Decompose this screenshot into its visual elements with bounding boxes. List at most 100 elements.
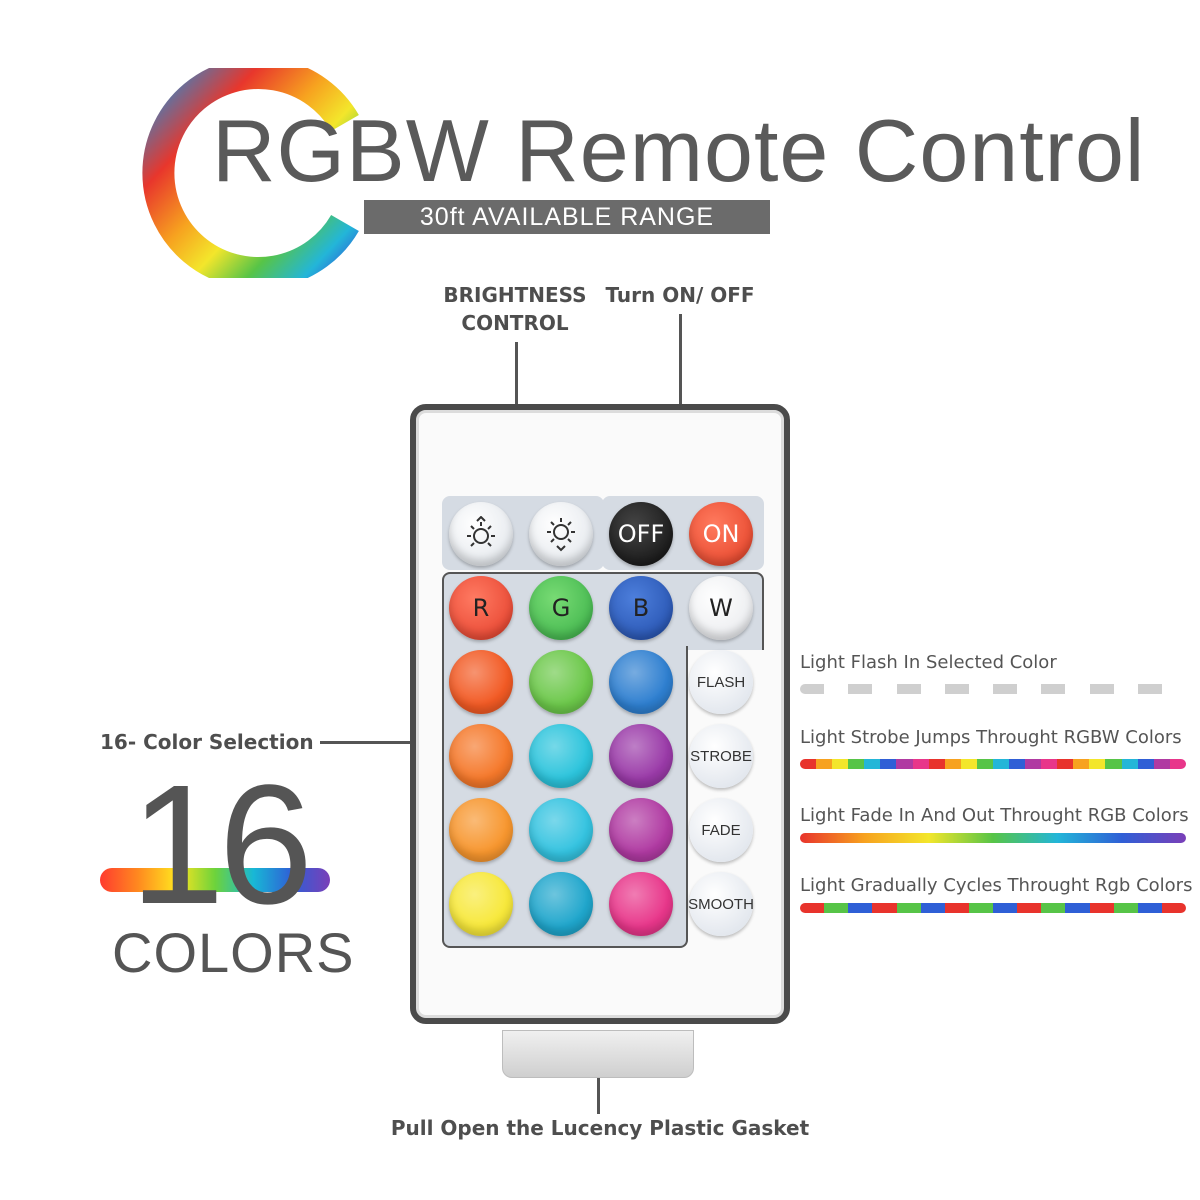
green-button[interactable]: G xyxy=(529,576,593,640)
on-button[interactable]: ON xyxy=(689,502,753,566)
strobe-segment xyxy=(816,759,833,769)
smooth-segment xyxy=(1089,903,1114,913)
flash-button[interactable]: FLASH xyxy=(689,650,753,714)
color-button-1-1[interactable] xyxy=(449,650,513,714)
color-button-3-1[interactable] xyxy=(449,798,513,862)
color-button-4-2[interactable] xyxy=(529,872,593,936)
flash-segment xyxy=(968,684,993,694)
strobe-segment xyxy=(912,759,929,769)
smooth-segment xyxy=(824,903,849,913)
effect-label-fade: Light Fade In And Out Throught RGB Color… xyxy=(800,805,1189,826)
brightness-down-button[interactable] xyxy=(529,502,593,566)
white-button[interactable]: W xyxy=(689,576,753,640)
brightness-connector xyxy=(515,342,518,460)
smooth-segment xyxy=(1161,903,1186,913)
color-button-4-1[interactable] xyxy=(449,872,513,936)
strobe-segment xyxy=(1121,759,1138,769)
flash-segment xyxy=(993,684,1018,694)
flash-segment xyxy=(1161,684,1186,694)
smooth-segment xyxy=(944,903,969,913)
flash-segment xyxy=(1065,684,1090,694)
smooth-segment xyxy=(848,903,873,913)
smooth-segment xyxy=(872,903,897,913)
smooth-segment xyxy=(968,903,993,913)
colors-word: COLORS xyxy=(112,921,355,984)
color-button-1-2[interactable] xyxy=(529,650,593,714)
flash-segment xyxy=(920,684,945,694)
flash-segment xyxy=(848,684,873,694)
red-button[interactable]: R xyxy=(449,576,513,640)
sun-down-icon xyxy=(547,518,575,552)
strobe-segment xyxy=(1073,759,1090,769)
smooth-segment xyxy=(1113,903,1138,913)
strobe-segment xyxy=(960,759,977,769)
flash-segment xyxy=(800,684,825,694)
smooth-button[interactable]: SMOOTH xyxy=(688,872,754,936)
off-button[interactable]: OFF xyxy=(609,502,673,566)
color-button-2-3[interactable] xyxy=(609,724,673,788)
smooth-segment xyxy=(1017,903,1042,913)
smooth-segment xyxy=(1137,903,1162,913)
gasket-callout: Pull Open the Lucency Plastic Gasket xyxy=(390,1116,810,1140)
smooth-segment xyxy=(896,903,921,913)
color-selection-callout: 16- Color Selection xyxy=(100,730,314,754)
smooth-strip xyxy=(800,903,1186,913)
fade-strip xyxy=(800,833,1186,843)
strobe-segment xyxy=(864,759,881,769)
brightness-up-button[interactable] xyxy=(449,502,513,566)
effect-label-smooth: Light Gradually Cycles Throught Rgb Colo… xyxy=(800,875,1193,896)
onoff-connector xyxy=(679,314,682,460)
effect-label-flash: Light Flash In Selected Color xyxy=(800,652,1057,673)
smooth-segment xyxy=(800,903,825,913)
color-button-4-3[interactable] xyxy=(609,872,673,936)
brightness-callout-line2: CONTROL xyxy=(461,311,569,335)
strobe-segment xyxy=(832,759,849,769)
flash-strip xyxy=(800,684,1186,694)
strobe-segment xyxy=(976,759,993,769)
gasket-connector xyxy=(597,1078,600,1114)
strobe-segment xyxy=(1137,759,1154,769)
flash-segment xyxy=(944,684,969,694)
strobe-segment xyxy=(848,759,865,769)
smooth-segment xyxy=(1065,903,1090,913)
strobe-segment xyxy=(1105,759,1122,769)
plastic-gasket[interactable] xyxy=(502,1030,694,1078)
strobe-button[interactable]: STROBE xyxy=(689,724,753,788)
smooth-segment xyxy=(993,903,1018,913)
sun-up-icon xyxy=(467,516,495,547)
rainbow-bar xyxy=(100,868,330,892)
flash-segment xyxy=(1017,684,1042,694)
strobe-strip xyxy=(800,759,1186,769)
strobe-segment xyxy=(944,759,961,769)
fade-button[interactable]: FADE xyxy=(689,798,753,862)
flash-segment xyxy=(824,684,849,694)
brightness-callout: BRIGHTNESS CONTROL xyxy=(430,281,600,337)
strobe-segment xyxy=(1025,759,1042,769)
page-title: RGBW Remote Control xyxy=(212,101,1146,200)
strobe-segment xyxy=(1009,759,1026,769)
color-button-2-1[interactable] xyxy=(449,724,513,788)
color-button-2-2[interactable] xyxy=(529,724,593,788)
flash-segment xyxy=(1041,684,1066,694)
strobe-segment xyxy=(992,759,1010,769)
color-button-3-2[interactable] xyxy=(529,798,593,862)
color-button-3-3[interactable] xyxy=(609,798,673,862)
onoff-callout: Turn ON/ OFF xyxy=(605,283,755,307)
effect-label-strobe: Light Strobe Jumps Throught RGBW Colors xyxy=(800,727,1182,748)
rainbow-ring-logo xyxy=(142,68,359,278)
strobe-segment xyxy=(1169,759,1186,769)
flash-segment xyxy=(1113,684,1138,694)
color-button-1-3[interactable] xyxy=(609,650,673,714)
strobe-segment xyxy=(1041,759,1058,769)
brightness-callout-line1: BRIGHTNESS xyxy=(443,283,587,307)
strobe-segment xyxy=(880,759,897,769)
flash-segment xyxy=(872,684,897,694)
strobe-segment xyxy=(928,759,945,769)
smooth-segment xyxy=(920,903,945,913)
flash-segment xyxy=(1137,684,1162,694)
sixteen-number: 16 xyxy=(130,750,313,940)
strobe-segment xyxy=(1089,759,1106,769)
strobe-segment xyxy=(1057,759,1074,769)
smooth-segment xyxy=(1041,903,1066,913)
blue-button[interactable]: B xyxy=(609,576,673,640)
